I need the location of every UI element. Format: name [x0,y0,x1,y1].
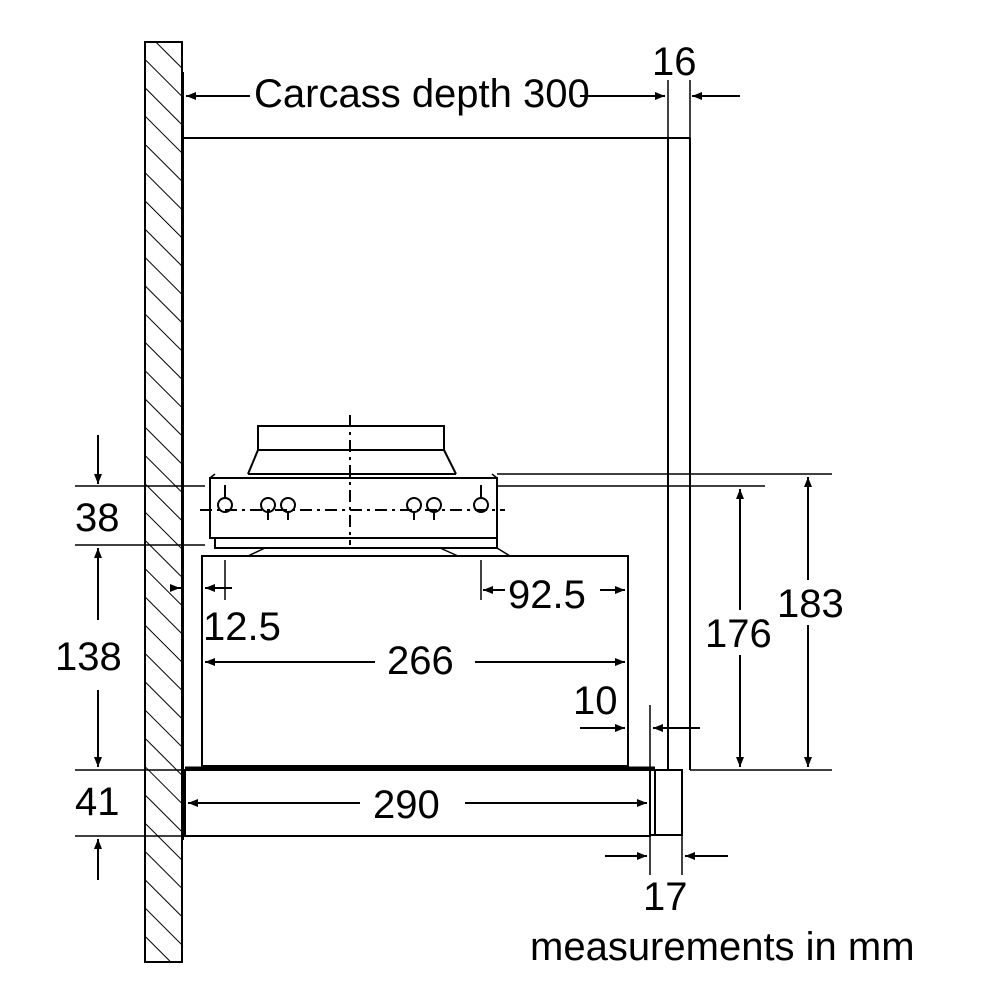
dim-38-label: 38 [75,496,120,540]
dim-41-label: 41 [75,780,120,824]
carcass-depth-label: Carcass depth 300 [254,72,590,116]
dim-17-label: 17 [643,875,688,919]
dim-176-label: 176 [705,612,772,656]
dim-290-label: 290 [373,783,440,827]
dim-183-label: 183 [777,582,844,626]
height-extension-lines [75,473,832,837]
dim-10-label: 10 [573,679,618,723]
dim-266-label: 266 [387,639,454,683]
dim-92-5-label: 92.5 [508,573,586,617]
units-note: measurements in mm [530,925,915,969]
wall [144,41,183,963]
dim-16-label: 16 [652,40,697,84]
dim-138-label: 138 [55,635,122,679]
extractor-hood-body [184,415,683,837]
dimension-lines [94,80,812,880]
cabinet-carcass [182,72,691,840]
dim-12-5-label: 12.5 [203,605,281,649]
